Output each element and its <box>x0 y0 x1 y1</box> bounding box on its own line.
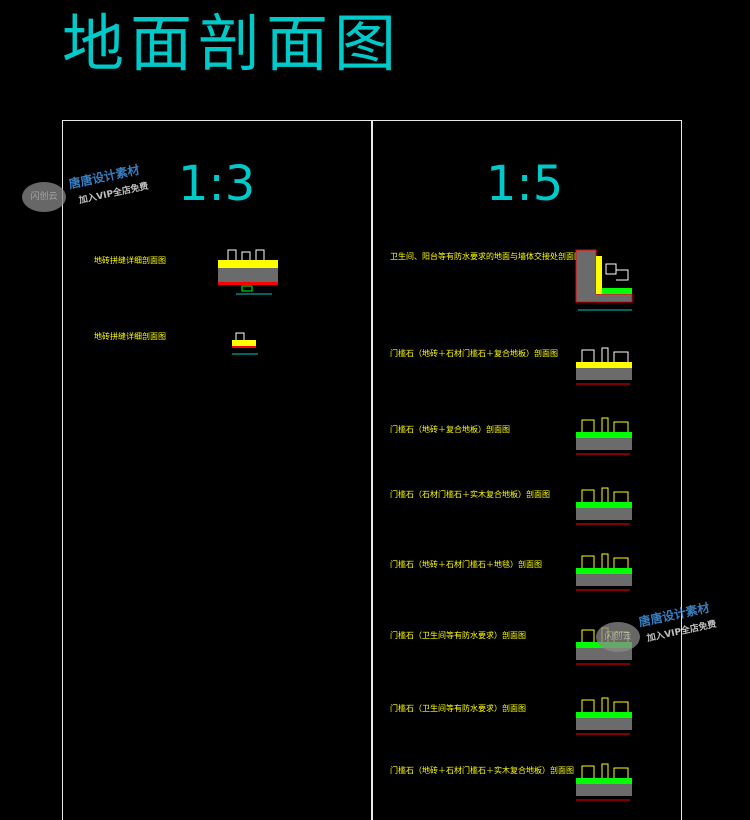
right-scale-label: 1:5 <box>486 156 564 212</box>
concrete-layer <box>576 368 632 380</box>
right-section-detail-5 <box>576 553 632 591</box>
concrete-layer <box>576 574 632 586</box>
tile-layer <box>232 340 256 346</box>
left-panel <box>62 120 373 820</box>
concrete-layer <box>576 438 632 450</box>
right-item-label-2: 门槛石（地砖＋石材门槛石＋复合地板）剖面图 <box>390 349 558 358</box>
threshold-profile <box>581 763 629 778</box>
right-item-label-5: 门槛石（地砖＋石材门槛石＋地毯）剖面图 <box>390 560 542 569</box>
mortar-layer <box>576 778 632 784</box>
watermark-logo: 闪创云 <box>22 182 66 212</box>
threshold-profile <box>581 697 629 712</box>
joint-profile <box>227 249 265 260</box>
wall-tile <box>596 256 602 294</box>
concrete-layer <box>576 718 632 730</box>
mortar-layer <box>576 568 632 574</box>
mortar-layer <box>576 502 632 508</box>
left-section-detail-2 <box>232 332 258 355</box>
joint-profile <box>235 332 245 340</box>
mortar-layer <box>602 288 632 294</box>
right-section-detail-1 <box>575 249 633 311</box>
mortar-layer <box>576 432 632 438</box>
waterproof-layer <box>218 282 278 285</box>
right-section-detail-4 <box>576 487 632 525</box>
left-section-detail-1 <box>218 249 278 295</box>
tile-layer <box>576 362 632 368</box>
note-box <box>241 285 253 292</box>
threshold-profile <box>581 487 629 502</box>
concrete-layer <box>576 508 632 520</box>
concrete-layer <box>218 268 278 282</box>
waterproof-layer <box>232 346 256 348</box>
threshold-profile <box>581 553 629 568</box>
wall-floor-junction <box>575 249 633 303</box>
left-item-label-2: 地砖拼缝详细剖面图 <box>94 332 166 341</box>
page-title: 地面剖面图 <box>62 7 403 80</box>
left-scale-label: 1:3 <box>178 156 256 212</box>
tile-layer <box>218 260 278 268</box>
left-item-label-1: 地砖拼缝详细剖面图 <box>94 256 166 265</box>
right-section-detail-3 <box>576 417 632 455</box>
right-item-label-6: 门槛石（卫生间等有防水要求）剖面图 <box>390 631 526 640</box>
right-section-detail-2 <box>576 347 632 385</box>
right-item-label-7: 门槛石（卫生间等有防水要求）剖面图 <box>390 704 526 713</box>
watermark-logo: 闪创云 <box>596 622 640 652</box>
right-item-label-4: 门槛石（石材门槛石＋实木复合地板）剖面图 <box>390 490 550 499</box>
threshold-profile <box>581 347 629 362</box>
right-item-label-3: 门槛石（地砖＋复合地板）剖面图 <box>390 425 510 434</box>
right-panel <box>371 120 682 820</box>
right-item-label-8: 门槛石（地砖＋石材门槛石＋实木复合地板）剖面图 <box>390 766 574 775</box>
right-section-detail-7 <box>576 697 632 735</box>
right-item-label-1: 卫生间、阳台等有防水要求的地面与墙体交接处剖面图 <box>390 252 582 261</box>
right-section-detail-8 <box>576 763 632 801</box>
skirting-profile <box>605 263 629 281</box>
threshold-profile <box>581 417 629 432</box>
concrete-layer <box>576 784 632 796</box>
mortar-layer <box>576 712 632 718</box>
